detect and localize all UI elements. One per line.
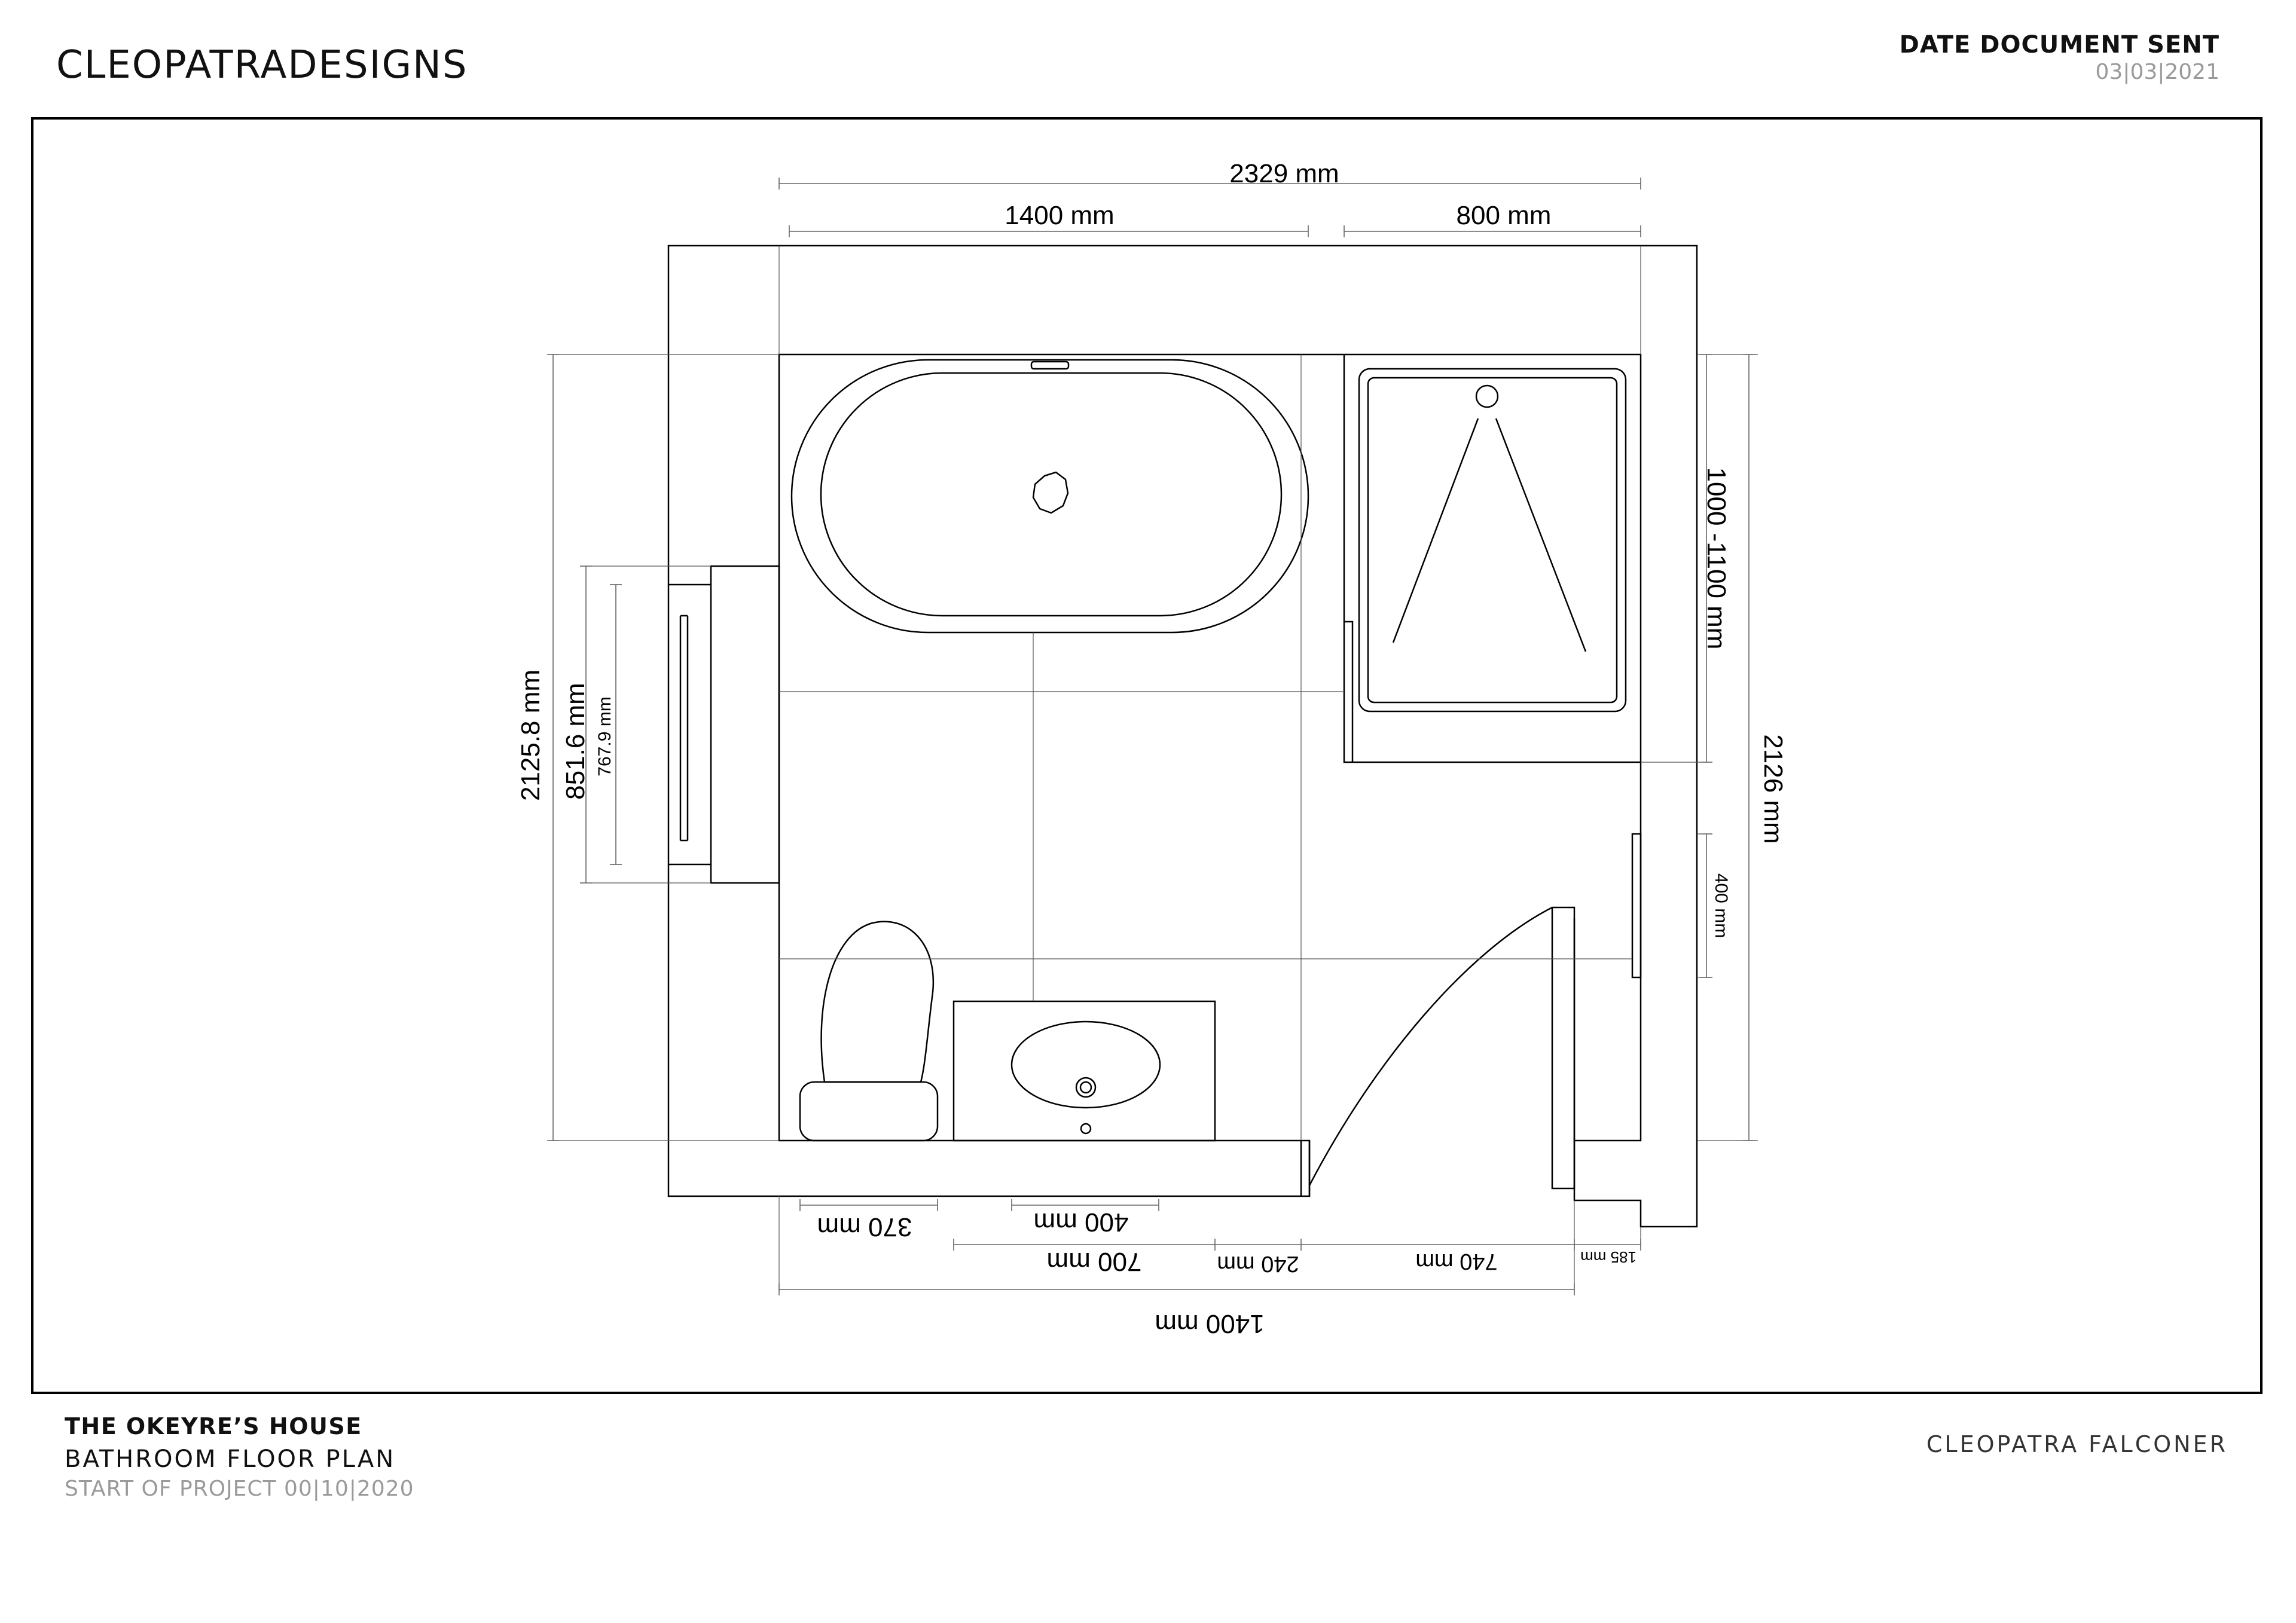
wall-outline [667, 244, 1698, 1228]
dim-line-segments [953, 1239, 1641, 1251]
dim-toilet-width: 370 mm [817, 1212, 912, 1242]
dim-line-right-height [1743, 354, 1755, 1141]
wall-opening-edges [1300, 918, 1576, 1196]
dim-shower-width: 800 mm [1457, 201, 1552, 230]
dim-line-left-height [547, 354, 559, 1141]
dim-shower-length: 1000 -1100 mm [1702, 467, 1731, 650]
dim-window-inner: 767.9 mm [595, 696, 615, 776]
brand-logo-text: CLEOPATRADESIGNS [56, 43, 468, 87]
date-block: DATE DOCUMENT SENT 03|03|2021 [1900, 31, 2219, 84]
title-block: THE OKEYRE’S HOUSE BATHROOM FLOOR PLAN S… [65, 1413, 414, 1501]
dim-overall-width: 2329 mm [1229, 159, 1339, 188]
dim-window-outer: 851.6 mm [561, 683, 590, 800]
dim-line-overall-width [778, 178, 1641, 189]
dim-right-height: 2126 mm [1758, 734, 1788, 843]
dim-door-gap: 400 mm [1711, 873, 1731, 938]
extension-lines-right [1641, 354, 1758, 1141]
shower-drain [1475, 384, 1499, 408]
basin-drain [1075, 1077, 1097, 1098]
toilet-cistern [799, 1081, 939, 1142]
dim-gap-240: 240 mm [1217, 1251, 1299, 1276]
door-stop [1631, 833, 1642, 979]
designer-name: CLEOPATRA FALCONER [1926, 1431, 2228, 1457]
dim-bath-width: 1400 mm [1004, 201, 1114, 230]
extension-lines-bottom [778, 1196, 1641, 1291]
dim-left-height: 2125.8 mm [516, 670, 545, 801]
window-panes [668, 583, 711, 866]
drawing-frame [31, 117, 2263, 1394]
basin [1010, 1020, 1161, 1109]
window-recess [710, 565, 780, 884]
bath-spout [1030, 360, 1070, 370]
shower-tray-inner [1367, 377, 1618, 704]
shower-screen-lines [1392, 418, 1587, 652]
basin-drain-inner [1079, 1081, 1092, 1094]
bath-drain [1032, 471, 1069, 514]
dim-door-width: 740 mm [1415, 1249, 1497, 1274]
date-label: DATE DOCUMENT SENT [1899, 31, 2219, 59]
dim-line-door-gap [1700, 833, 1712, 978]
project-name: THE OKEYRE’S HOUSE [65, 1413, 362, 1439]
dim-bottom-overall: 1400 mm [1155, 1309, 1264, 1338]
dim-line-bath-width [789, 225, 1309, 237]
dim-line-shower-width [1344, 225, 1641, 237]
dim-line-bottom-overall [778, 1283, 1575, 1295]
tap-hole [1080, 1123, 1092, 1135]
shower-tray-outer [1358, 368, 1627, 713]
dim-line-window-outer [580, 566, 592, 884]
dim-vanity-width: 700 mm [1047, 1247, 1142, 1276]
door-swing-arc [1308, 906, 1553, 1186]
door-leaf [1551, 906, 1576, 1190]
extension-lines-left [549, 354, 779, 1141]
bathtub-inner [820, 372, 1283, 617]
dim-line-shower-length [1700, 354, 1712, 763]
plan-title: BATHROOM FLOOR PLAN [65, 1445, 396, 1473]
vanity-unit [952, 1000, 1216, 1142]
dim-basin-width: 400 mm [1034, 1208, 1129, 1237]
dim-return-185: 185 mm [1580, 1248, 1636, 1266]
dim-line-basin [1011, 1199, 1159, 1211]
dim-line-window-inner [610, 584, 622, 865]
project-start-date: START OF PROJECT 00|10|2020 [65, 1477, 414, 1501]
date-value: 03|03|2021 [2095, 60, 2220, 84]
bathtub-outer [790, 359, 1309, 634]
dim-line-toilet [799, 1199, 938, 1211]
shower-enclosure [1343, 354, 1641, 763]
toilet-bowl [820, 921, 935, 1083]
